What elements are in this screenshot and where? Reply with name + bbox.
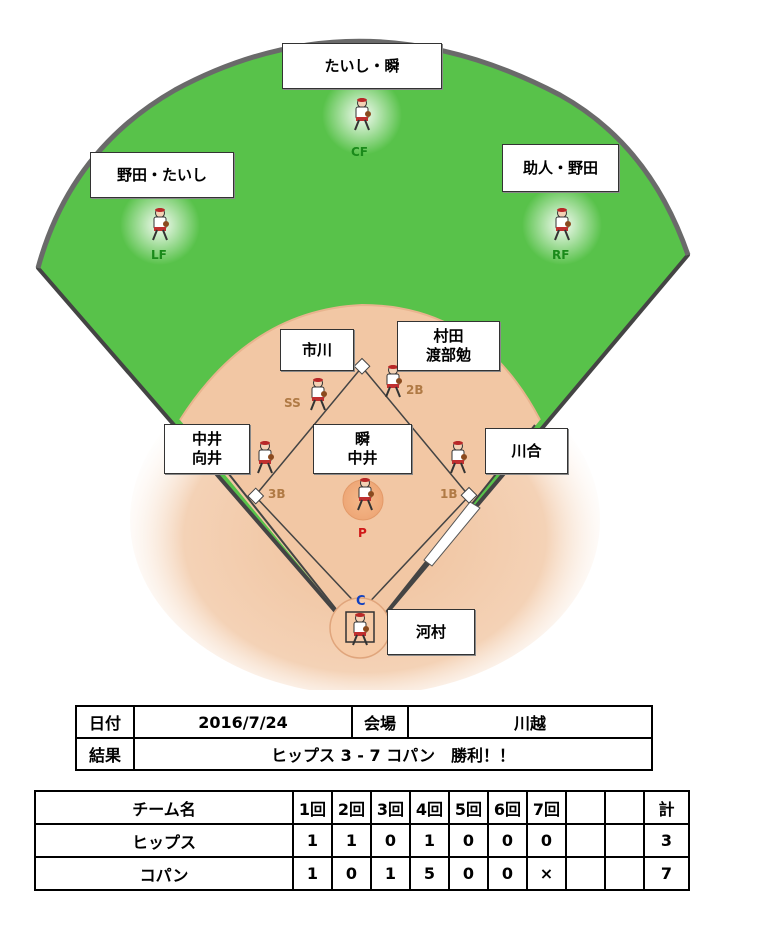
pos-code-c: C — [356, 594, 366, 609]
scoreboard-header-row: チーム名 1回 2回 3回 4回 5回 6回 7回 計 — [34, 790, 690, 825]
header-inning: 2回 — [331, 790, 372, 825]
total-score: 7 — [643, 856, 690, 891]
player-label-cf: たいし・瞬 — [282, 43, 442, 89]
inning-score — [565, 823, 606, 858]
inning-score: 1 — [292, 823, 333, 858]
player-name: 瞬 — [354, 430, 370, 448]
second-base — [353, 357, 371, 375]
result-value: ヒップス 3 - 7 コパン 勝利！！ — [133, 737, 653, 771]
header-inning: 1回 — [292, 790, 333, 825]
venue-value: 川越 — [407, 705, 653, 739]
game-info-table: 日付 2016/7/24 会場 川越 結果 ヒップス 3 - 7 コパン 勝利！… — [75, 705, 653, 771]
player-label-3b: 中井 向井 — [164, 424, 250, 474]
running-lane — [423, 501, 481, 567]
header-team: チーム名 — [34, 790, 294, 825]
third-base — [247, 487, 265, 505]
player-label-rf: 助人・野田 — [502, 144, 619, 192]
player-figure-rf — [554, 208, 571, 241]
pos-code-1b: 1B — [440, 487, 458, 501]
inning-score: 1 — [409, 823, 450, 858]
venue-label: 会場 — [351, 705, 409, 739]
scoreboard-row: ヒップス 1 1 0 1 0 0 0 3 — [34, 823, 690, 858]
inning-score: 1 — [331, 823, 372, 858]
player-figure-cf — [354, 98, 371, 131]
player-figure-2b — [385, 365, 402, 398]
header-inning: 3回 — [370, 790, 411, 825]
inning-score: 0 — [331, 856, 372, 891]
player-figure-3b — [257, 441, 274, 474]
player-label-1b: 川合 — [485, 428, 568, 474]
header-inning: 6回 — [487, 790, 528, 825]
header-inning: 4回 — [409, 790, 450, 825]
inning-score — [604, 856, 645, 891]
player-name: 村田 — [433, 327, 464, 345]
team-name: コパン — [34, 856, 294, 891]
player-name: 中井 — [347, 449, 378, 467]
inning-score: 0 — [487, 856, 528, 891]
first-base — [460, 486, 478, 504]
header-inning: 7回 — [526, 790, 567, 825]
pos-code-rf: RF — [552, 248, 570, 262]
inning-score: × — [526, 856, 567, 891]
player-name: 渡部勉 — [425, 346, 471, 364]
pos-code-p: P — [358, 526, 367, 540]
player-figure-1b — [450, 441, 467, 474]
baseball-field — [35, 38, 691, 690]
player-figure-ss — [310, 378, 327, 411]
pos-code-ss: SS — [284, 396, 301, 410]
player-label-2b: 村田 渡部勉 — [397, 321, 500, 371]
scoreboard-row: コパン 1 0 1 5 0 0 × 7 — [34, 856, 690, 891]
pos-code-3b: 3B — [268, 487, 286, 501]
player-figure-c — [352, 613, 369, 646]
player-name: 市川 — [301, 340, 332, 359]
pos-code-2b: 2B — [406, 383, 424, 397]
inning-score: 0 — [448, 856, 489, 891]
player-label-c: 河村 — [387, 609, 475, 655]
inning-score: 0 — [370, 823, 411, 858]
player-label-ss: 市川 — [280, 329, 354, 371]
pos-code-lf: LF — [151, 248, 167, 262]
scoreboard-table: チーム名 1回 2回 3回 4回 5回 6回 7回 計 ヒップス 1 1 0 1… — [34, 790, 690, 891]
inning-score — [565, 856, 606, 891]
batters-box — [345, 611, 375, 643]
total-score: 3 — [643, 823, 690, 858]
inning-score: 0 — [487, 823, 528, 858]
inning-score — [604, 823, 645, 858]
player-name: 向井 — [191, 449, 222, 467]
info-row-result: 結果 ヒップス 3 - 7 コパン 勝利！！ — [75, 737, 653, 771]
pos-code-cf: CF — [351, 145, 369, 159]
player-name: 野田・たいし — [116, 165, 207, 184]
date-label: 日付 — [75, 705, 135, 739]
player-label-lf: 野田・たいし — [90, 152, 234, 198]
player-label-p: 瞬 中井 — [313, 424, 412, 474]
player-figure-lf — [152, 208, 169, 241]
inning-score: 5 — [409, 856, 450, 891]
team-name: ヒップス — [34, 823, 294, 858]
player-figure-p — [357, 478, 374, 511]
player-name: 川合 — [511, 441, 542, 460]
header-inning — [604, 790, 645, 825]
header-total: 計 — [643, 790, 690, 825]
date-value: 2016/7/24 — [133, 705, 353, 739]
inning-score: 0 — [448, 823, 489, 858]
player-name: たいし・瞬 — [324, 56, 400, 75]
info-row-date: 日付 2016/7/24 会場 川越 — [75, 705, 653, 739]
inning-score: 1 — [292, 856, 333, 891]
result-label: 結果 — [75, 737, 135, 771]
inning-score: 0 — [526, 823, 567, 858]
inning-score: 1 — [370, 856, 411, 891]
player-name: 助人・野田 — [522, 158, 598, 177]
header-inning: 5回 — [448, 790, 489, 825]
header-inning — [565, 790, 606, 825]
player-name: 河村 — [415, 622, 446, 641]
player-name: 中井 — [191, 430, 222, 448]
